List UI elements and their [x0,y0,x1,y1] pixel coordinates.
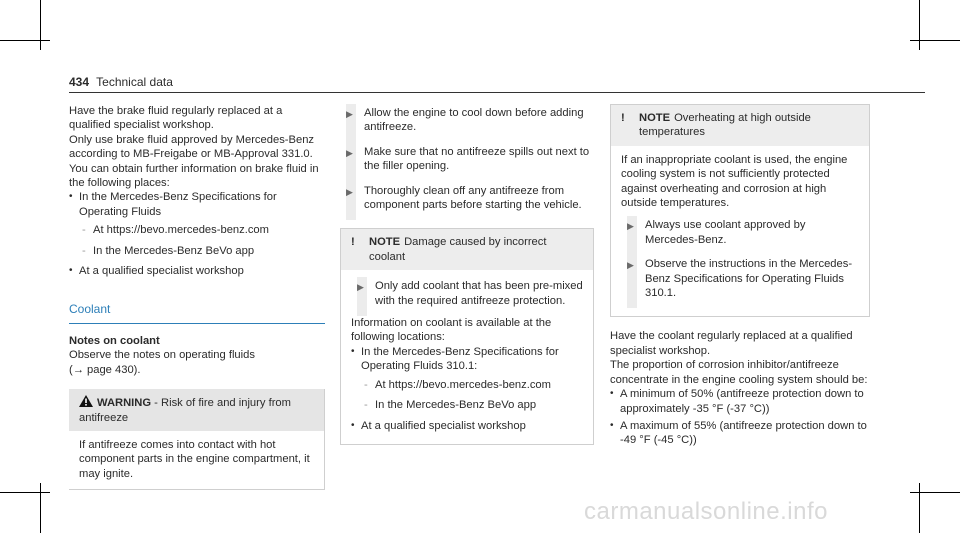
list-item: At https://bevo.mercedes-benz.com [79,223,325,238]
step-text: Always use coolant approved by Mercedes-… [645,219,806,246]
section-name: Technical data [96,75,173,89]
watermark: carmanualsonline.info [584,498,828,525]
note-label: NOTE [639,112,671,124]
paragraph: Information on coolant is available at t… [351,317,552,344]
crop-mark [40,483,41,533]
warning-body: If antifreeze comes into contact with ho… [79,438,310,480]
step-text: Make sure that no antifreeze spills out … [364,145,590,173]
crop-mark [40,0,41,50]
dash-list: At https://bevo.mercedes-benz.com In the… [79,223,325,258]
bullet-list: A minimum of 50% (antifreeze protection … [610,387,870,448]
paragraph: Have the brake fluid regularly replaced … [69,105,283,132]
list-item: A minimum of 50% (antifreeze protection … [610,387,870,416]
list-item: In the Mercedes-Benz BeVo app [361,398,583,413]
note-label: NOTE [369,236,401,249]
warning-box: WARNING - Risk of fire and injury from a… [69,389,325,491]
warning-triangle-icon [79,395,93,408]
header-divider [69,92,925,93]
paragraph: Observe the notes on operating fluids [69,349,255,362]
list-item-text: In the Mercedes-Benz Specifications for … [361,345,559,373]
paragraph: Only use brake fluid approved by Mercede… [69,133,315,161]
column-middle: ▶ Allow the engine to cool down before a… [340,104,594,445]
step-arrow-icon: ▶ [346,109,353,119]
bullet-list: In the Mercedes-Benz Specifications for … [69,190,325,278]
note-title: Damage caused by incorrect coolant [369,236,547,263]
step-text: Allow the engine to cool down before add… [364,107,584,134]
list-item: In the Mercedes-Benz BeVo app [79,244,325,259]
instruction-step: ▶ Thoroughly clean off any antifreeze fr… [340,181,594,221]
exclamation-icon: ! [621,112,625,124]
list-item: At https://bevo.mercedes-benz.com [361,378,583,393]
instruction-step: ▶ Make sure that no antifreeze spills ou… [340,142,594,182]
page-reference: (→ page 430). [69,363,141,376]
list-item: At a qualified specialist workshop [351,419,583,434]
section-title-coolant: Coolant [69,302,111,317]
column-left: Have the brake fluid regularly replaced … [69,104,325,491]
paragraph: Have the coolant regularly replaced at a… [610,330,853,357]
instruction-step: ▶ Only add coolant that has been pre-mix… [351,277,583,316]
step-text: Observe the instructions in the Mercedes… [645,258,853,300]
instruction-step: ▶ Always use coolant approved by Mercede… [621,216,859,256]
crop-mark [919,0,920,50]
note-title: Overheating at high outside temperatures [639,112,811,139]
list-item: At a qualified specialist workshop [69,264,325,279]
paragraph: The proportion of corrosion inhibitor/an… [610,359,868,386]
page-number: 434 [69,75,90,89]
note-body: ▶ Only add coolant that has been pre-mix… [341,270,593,444]
crop-mark [0,492,50,493]
instruction-step: ▶ Allow the engine to cool down before a… [340,104,594,143]
list-item: In the Mercedes-Benz Specifications for … [351,345,583,413]
step-text: Thoroughly clean off any antifreeze from… [364,184,582,212]
crop-mark [919,483,920,533]
paragraph: If an inappropriate coolant is used, the… [621,153,848,210]
list-item: In the Mercedes-Benz Specifications for … [69,190,325,258]
page-header: 434 Technical data [69,75,173,89]
exclamation-icon: ! [351,236,355,249]
warning-label: WARNING [97,397,152,410]
step-arrow-icon: ▶ [627,221,634,232]
warning-risk: - Risk of fire and injury from antifreez… [79,397,291,424]
crop-mark [910,492,960,493]
bullet-list: In the Mercedes-Benz Specifications for … [351,345,583,433]
instruction-step: ▶ Observe the instructions in the Merced… [621,255,859,309]
warning-header: WARNING - Risk of fire and injury from a… [69,389,324,431]
list-item: A maximum of 55% (antifreeze protection … [610,419,870,448]
step-arrow-icon: ▶ [627,260,634,271]
list-item-text: In the Mercedes-Benz Specifications for … [79,191,277,218]
section-divider [69,322,325,324]
paragraph: You can obtain further information on br… [69,162,319,190]
subsection-title: Notes on coolant [69,334,160,347]
crop-mark [910,40,960,41]
crop-mark [0,40,50,41]
step-arrow-icon: ▶ [346,186,353,197]
step-text: Only add coolant that has been pre-mixed… [375,280,583,307]
note-body: If an inappropriate coolant is used, the… [611,146,869,317]
dash-list: At https://bevo.mercedes-benz.com In the… [361,378,583,413]
step-arrow-icon: ▶ [357,282,364,293]
step-arrow-icon: ▶ [346,147,353,158]
